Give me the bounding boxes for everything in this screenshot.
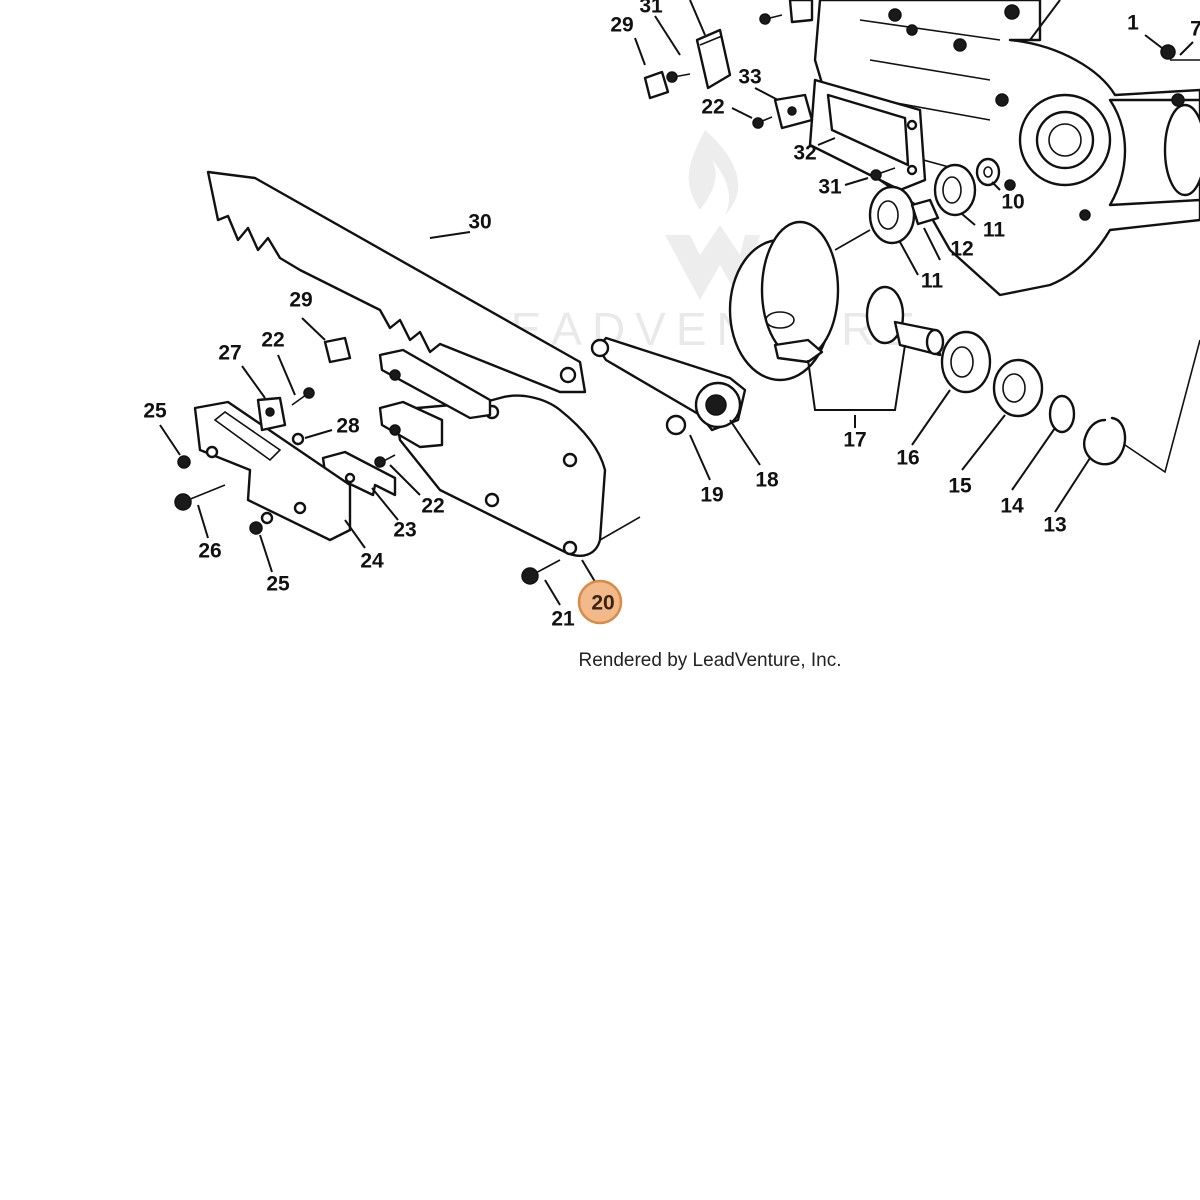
washer-28 xyxy=(291,432,305,446)
bearing-11-upper xyxy=(868,185,916,245)
plate-32 xyxy=(808,78,927,192)
gear-housing xyxy=(813,0,1200,297)
callout-22-left[interactable]: 22 xyxy=(261,329,284,352)
callout-11-left[interactable]: 11 xyxy=(921,270,944,293)
callout-31-mid[interactable]: 31 xyxy=(818,176,842,199)
plate-27 xyxy=(256,396,287,432)
screw-22-top xyxy=(752,116,773,129)
ring-14 xyxy=(1048,394,1076,434)
callout-29-left[interactable]: 29 xyxy=(289,289,312,312)
callout-labels: 31 29 33 22 32 31 1 7 10 11 12 11 30 29 … xyxy=(143,0,1200,631)
callout-13[interactable]: 13 xyxy=(1043,514,1066,537)
plate-20[interactable] xyxy=(393,394,641,557)
callout-32[interactable]: 32 xyxy=(793,142,816,165)
callout-33[interactable]: 33 xyxy=(738,66,761,89)
callout-17[interactable]: 17 xyxy=(843,429,866,452)
spacer-12 xyxy=(910,198,940,226)
leader-lines xyxy=(159,0,1194,606)
screw-31-mid xyxy=(870,167,896,181)
callout-15[interactable]: 15 xyxy=(948,475,972,498)
callout-11-right[interactable]: 11 xyxy=(983,219,1006,242)
assembly-line-right xyxy=(1124,339,1200,474)
callout-25-top[interactable]: 25 xyxy=(143,400,167,423)
callout-14[interactable]: 14 xyxy=(1000,495,1024,518)
connecting-rod-18 xyxy=(590,336,747,432)
callout-20[interactable]: 20 xyxy=(591,592,614,615)
slide-bars xyxy=(378,348,492,449)
screw-22-left xyxy=(291,387,315,406)
bearing-15 xyxy=(992,358,1044,418)
saw-blade-30 xyxy=(206,170,587,394)
callout-1[interactable]: 1 xyxy=(1127,12,1139,35)
gear-assembly-17 xyxy=(728,220,871,382)
washer-10 xyxy=(975,157,1001,187)
callout-24[interactable]: 24 xyxy=(360,550,384,573)
callout-28[interactable]: 28 xyxy=(336,415,360,438)
callout-29-top[interactable]: 29 xyxy=(610,14,633,37)
callout-27[interactable]: 27 xyxy=(218,342,241,365)
screw-31-top xyxy=(666,71,691,83)
nut-25-top xyxy=(177,455,191,469)
callout-12[interactable]: 12 xyxy=(950,238,973,261)
watermark: LEADVENTURE xyxy=(475,130,915,355)
callout-26[interactable]: 26 xyxy=(198,540,221,563)
callout-21[interactable]: 21 xyxy=(551,608,575,631)
callout-25-bottom[interactable]: 25 xyxy=(266,573,290,596)
callout-23[interactable]: 23 xyxy=(393,519,416,542)
ring-19 xyxy=(665,414,687,436)
clip-31-top xyxy=(695,28,732,90)
callout-31-top[interactable]: 31 xyxy=(639,0,663,18)
bearing-16 xyxy=(940,330,992,394)
callout-16[interactable]: 16 xyxy=(896,447,919,470)
callout-18[interactable]: 18 xyxy=(755,469,779,492)
nut-25-bottom xyxy=(249,521,263,535)
callout-30[interactable]: 30 xyxy=(468,211,491,234)
bolt-21 xyxy=(521,559,561,585)
callout-22-top[interactable]: 22 xyxy=(701,96,724,119)
highlight-circle xyxy=(577,579,623,625)
key-29-top xyxy=(643,70,670,100)
snap-ring-13 xyxy=(1082,416,1127,466)
render-credit: Rendered by LeadVenture, Inc. xyxy=(578,650,841,671)
callout-22-middle[interactable]: 22 xyxy=(421,495,444,518)
pinion-16-shaft xyxy=(865,285,945,357)
callout-10[interactable]: 10 xyxy=(1001,191,1024,214)
screw-22-middle xyxy=(374,454,396,468)
screw-top-right xyxy=(759,13,783,25)
callout-19[interactable]: 19 xyxy=(700,484,723,507)
callout-20-highlight[interactable]: 20 xyxy=(577,579,623,625)
callout-7[interactable]: 7 xyxy=(1190,18,1200,41)
key-29-left xyxy=(323,336,352,364)
clip-top-right xyxy=(788,0,814,24)
bearing-11-lower xyxy=(933,163,977,217)
bolt-26 xyxy=(174,484,226,511)
plate-33 xyxy=(773,93,814,130)
